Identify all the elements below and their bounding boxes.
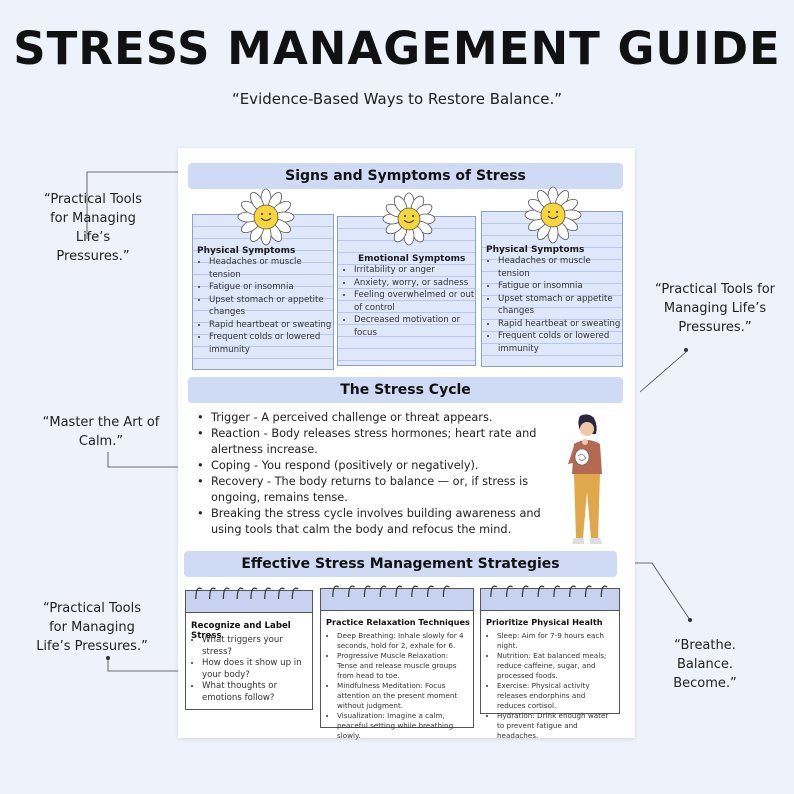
list-item: Frequent colds or lowered immunity <box>209 331 333 356</box>
list-item: What triggers your stress? <box>202 635 309 658</box>
side-quote-1: “Practical Tools for Managing Life’s Pre… <box>44 192 142 264</box>
daisy-flower-icon <box>237 188 295 246</box>
symptom-card-title: Physical Symptoms <box>197 246 296 256</box>
list-item: Recovery - The body returns to balance —… <box>195 474 565 506</box>
page-subtitle: “Evidence-Based Ways to Restore Balance.… <box>231 90 563 108</box>
list-item: Coping - You respond (positively or nega… <box>195 458 565 474</box>
daisy-flower-icon <box>382 192 436 246</box>
side-quote-2: “Practical Tools for Managing Life’s Pre… <box>655 282 776 335</box>
side-quote-5: “Breathe. Balance. Become.” <box>673 638 737 691</box>
strategy-pad-title: Practice Relaxation Techniques <box>326 617 470 627</box>
notepad-spiral-icon <box>490 585 608 598</box>
list-item: Rapid heartbeat or sweating <box>209 319 333 332</box>
notepad-spiral-icon <box>195 587 299 600</box>
list-item: Fatigue or insomnia <box>209 281 333 294</box>
symptom-card-physical: Physical Symptoms Headaches or muscle te… <box>192 214 334 370</box>
list-item: Sleep: Aim for 7-9 hours each night. <box>497 631 616 651</box>
symptom-card-title: Physical Symptoms <box>486 245 585 255</box>
list-item: Breaking the stress cycle involves build… <box>195 506 565 538</box>
list-item: Reaction - Body releases stress hormones… <box>195 426 565 458</box>
list-item: Upset stomach or appetite changes <box>498 293 622 318</box>
strategy-pad-title: Recognize and Label Stress <box>191 621 291 641</box>
list-item: Exercise: Physical activity releases end… <box>497 681 616 711</box>
list-item: Anxiety, worry, or sadness <box>354 277 475 290</box>
list-item: Headaches or muscle tension <box>209 256 333 281</box>
list-item: Frequent colds or lowered immunity <box>498 330 622 355</box>
list-item: Irritability or anger <box>354 264 475 277</box>
strategy-pad-relaxation: Practice Relaxation Techniques Deep Brea… <box>320 585 474 740</box>
cycle-heading: The Stress Cycle <box>188 377 623 403</box>
list-item: How does it show up in your body? <box>202 658 309 681</box>
daisy-flower-icon <box>524 186 582 244</box>
stressed-woman-illustration <box>568 414 602 544</box>
list-item: Nutrition: Eat balanced meals; reduce ca… <box>497 651 616 681</box>
list-item: Upset stomach or appetite changes <box>209 294 333 319</box>
list-item: Progressive Muscle Relaxation: Tense and… <box>337 651 470 681</box>
list-item: Rapid heartbeat or sweating <box>498 318 622 331</box>
list-item: Fatigue or insomnia <box>498 280 622 293</box>
symptom-card-title: Emotional Symptoms <box>358 254 466 264</box>
signs-heading: Signs and Symptoms of Stress <box>188 163 623 189</box>
strategy-pad-title: Prioritize Physical Health <box>486 617 603 627</box>
strategy-pad-recognize: Recognize and Label Stress What triggers… <box>185 587 313 710</box>
list-item: Trigger - A perceived challenge or threa… <box>195 410 565 426</box>
list-item: Mindfulness Meditation: Focus attention … <box>337 681 470 711</box>
list-item: Deep Breathing: Inhale slowly for 4 seco… <box>337 631 470 651</box>
side-quote-3: “Master the Art of Calm.” <box>42 415 160 449</box>
symptom-card-emotional: Emotional Symptoms Irritability or anger… <box>337 216 476 366</box>
list-item: What thoughts or emotions follow? <box>202 681 309 704</box>
list-item: Feeling overwhelmed or out of control <box>354 289 475 314</box>
list-item: Headaches or muscle tension <box>498 255 622 280</box>
list-item: Visualization: Imagine a calm, peaceful … <box>337 711 470 741</box>
list-item: Hydration: Drink enough water to prevent… <box>497 711 616 741</box>
page-title: STRESS MANAGEMENT GUIDE <box>13 22 781 75</box>
list-item: Decreased motivation or focus <box>354 314 475 339</box>
strategies-heading: Effective Stress Management Strategies <box>184 551 617 577</box>
cycle-list: Trigger - A perceived challenge or threa… <box>195 410 565 538</box>
strategy-pad-physical-health: Prioritize Physical Health Sleep: Aim fo… <box>480 585 620 740</box>
notepad-spiral-icon <box>332 585 450 598</box>
side-quote-4: “Practical Tools for Managing Life’s Pre… <box>36 601 148 654</box>
